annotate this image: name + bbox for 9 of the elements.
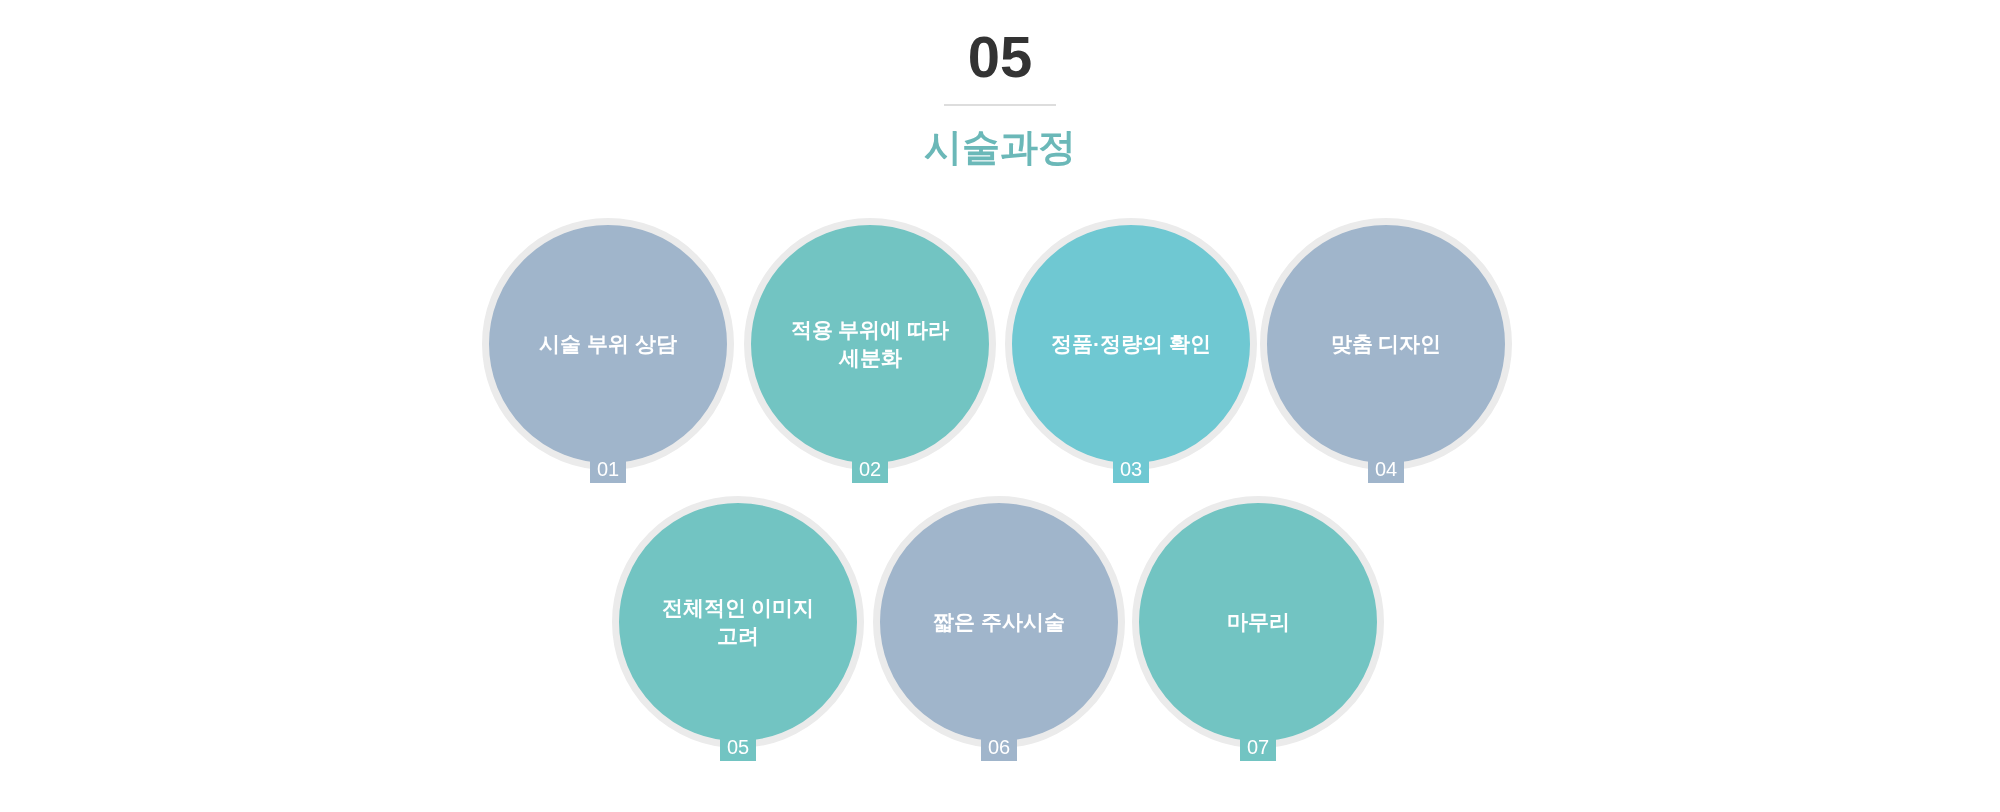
step-text: 짧은 주사시술	[932, 608, 1066, 635]
title: 시술과정	[924, 125, 1076, 170]
step-text: 맞춤 디자인	[1329, 330, 1443, 357]
step-text: 정품·정량의 확인	[1050, 330, 1212, 357]
step-text: 적용 부위에 따라 세분화	[789, 316, 951, 371]
section-number: 05	[967, 28, 1033, 86]
step-text: 전체적인 이미지 고려	[660, 594, 816, 649]
step-text: 마무리	[1225, 608, 1291, 635]
step-text: 시술 부위 상담	[538, 330, 678, 357]
